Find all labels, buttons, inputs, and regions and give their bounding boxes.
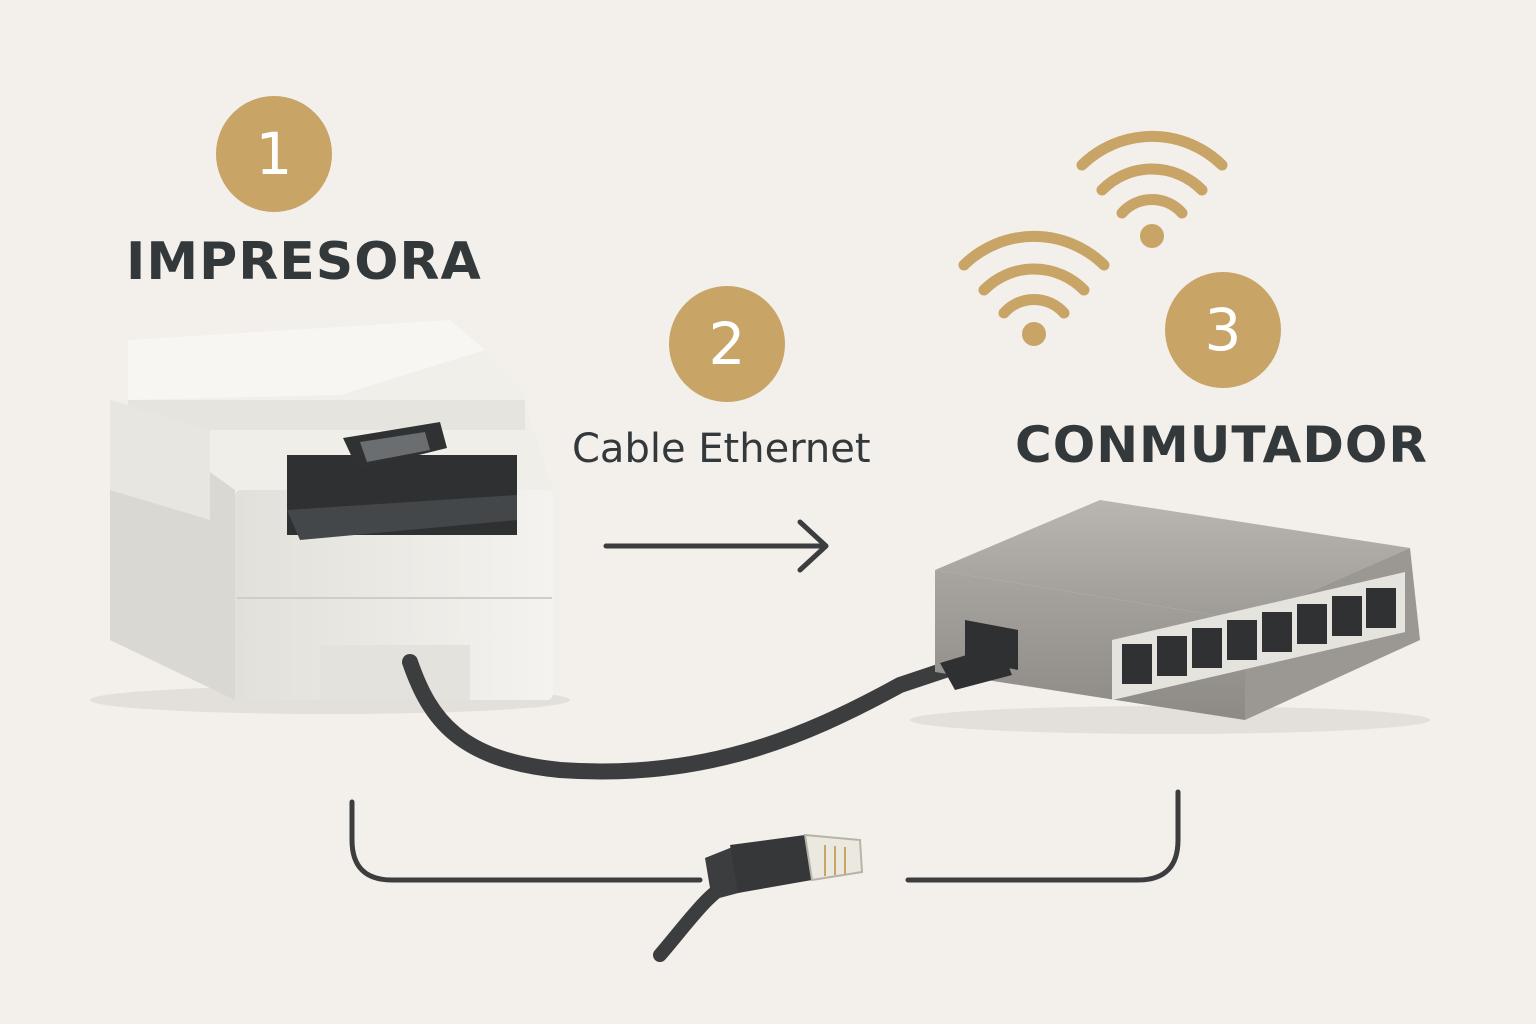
step-label-cable: Cable Ethernet	[572, 426, 871, 472]
step-number-3: 3	[1204, 296, 1242, 364]
step-badge-2: 2	[669, 286, 785, 402]
step-badge-1: 1	[216, 96, 332, 212]
bracket-line	[349, 789, 1181, 883]
network-switch-icon	[910, 500, 1430, 734]
step-number-2: 2	[708, 310, 746, 378]
ethernet-cable	[402, 654, 968, 780]
wifi-icon	[958, 230, 1110, 319]
rj45-connector-icon	[653, 833, 864, 962]
step-label-printer: IMPRESORA	[126, 232, 482, 292]
wifi-icon	[1076, 130, 1228, 219]
arrow-right-icon	[603, 519, 829, 573]
wifi-dot	[1022, 322, 1046, 346]
step-number-1: 1	[255, 120, 293, 188]
printer-icon	[90, 320, 570, 714]
wifi-dot	[1140, 224, 1164, 248]
step-label-switch: CONMUTADOR	[1015, 416, 1428, 474]
step-badge-3: 3	[1165, 272, 1281, 388]
switch-ports	[1122, 588, 1396, 684]
